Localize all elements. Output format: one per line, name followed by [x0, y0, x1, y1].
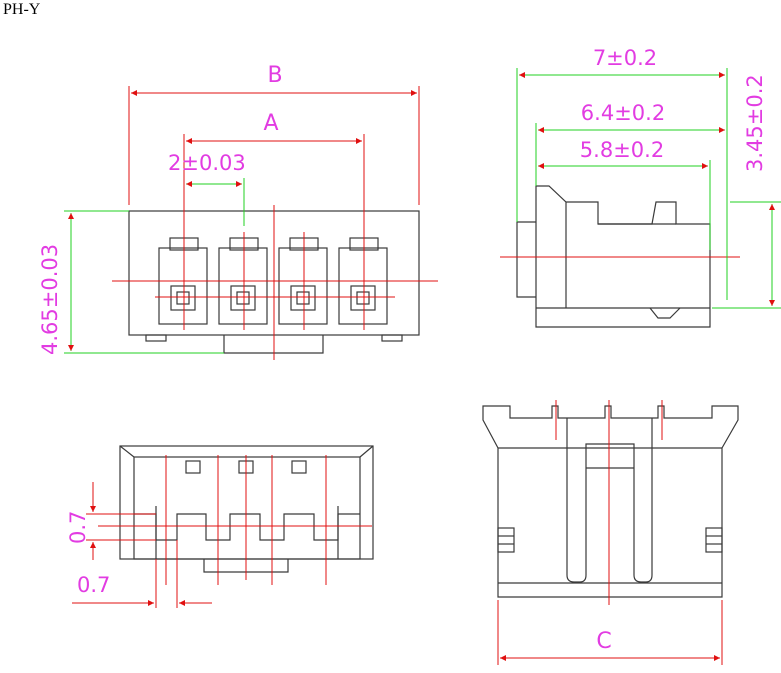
dimension-label-length-5-8: 5.8±0.2	[580, 138, 664, 162]
side-view-dimensions	[516, 68, 781, 309]
dimension-label-slot-height: 0.7	[66, 511, 90, 544]
side-view	[516, 185, 711, 328]
top-view-dimensions	[497, 600, 723, 665]
front-view-dimensions	[64, 86, 420, 354]
front-view-center-lines	[112, 205, 438, 360]
dimension-label-pitch: 2±0.03	[168, 151, 246, 175]
dimension-label-c: C	[596, 629, 611, 654]
dimension-label-length-7: 7±0.2	[593, 46, 657, 70]
dimension-label-length-6-4: 6.4±0.2	[581, 101, 665, 125]
dimension-label-front-height: 4.65±0.03	[38, 244, 62, 355]
dimension-label-side-height: 3.45±0.2	[743, 74, 767, 172]
dimension-label-a: A	[263, 111, 278, 136]
top-view	[482, 405, 739, 598]
drawing-title: PH-Y	[3, 1, 41, 18]
bottom-view-dimensions	[72, 482, 212, 608]
top-view-center-lines	[555, 400, 663, 605]
front-view	[128, 210, 420, 354]
dimension-label-b: B	[267, 63, 282, 88]
bottom-view-center-lines	[98, 455, 372, 585]
dimension-label-slot-width: 0.7	[77, 573, 110, 597]
